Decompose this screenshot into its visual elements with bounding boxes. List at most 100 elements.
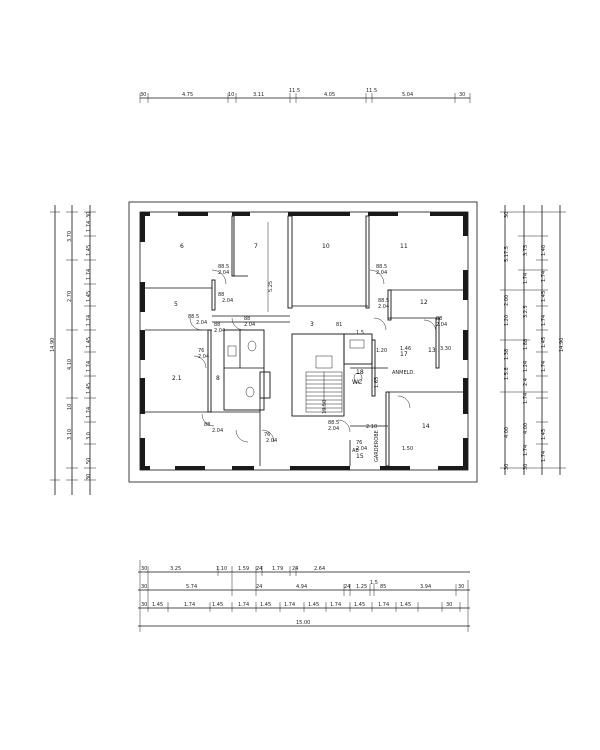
dim-15: 1.5 xyxy=(356,330,364,336)
dim-165: 1.65 xyxy=(374,377,380,388)
right-inner-7: 30 xyxy=(504,464,510,470)
room-label-11: 11 xyxy=(400,243,408,250)
room-labels: 6 7 10 11 5 12 3 2.1 8 13 14 15 17 18 WC… xyxy=(172,243,436,460)
door-label-a2: 2.04 xyxy=(218,270,229,276)
door-label-d1: 88.5 xyxy=(188,314,199,320)
top-dim-8: 30 xyxy=(459,92,465,98)
right-mid-3: 1.88 xyxy=(523,339,529,350)
left-total: 14.90 xyxy=(50,338,56,352)
dim-210: 2.10 xyxy=(366,424,377,430)
right-mid-1: 1.74 xyxy=(523,273,529,284)
bottom-total: 15.00 xyxy=(296,620,310,626)
door-label-a1: 88.5 xyxy=(218,264,229,270)
right-mid-2: 3.2.5 xyxy=(523,305,529,318)
right-outer-0: 1.40 xyxy=(541,245,547,256)
bottom-r2-7: 85 xyxy=(380,584,386,590)
dim-525: 5.25 xyxy=(268,281,274,292)
room-label-6: 6 xyxy=(180,243,184,250)
bottom-r3-5: 1.45 xyxy=(260,602,271,608)
room-label-wc: WC xyxy=(352,379,362,386)
bottom-r2-0: 30 xyxy=(141,584,147,590)
right-mid-6: 1.74 xyxy=(523,393,529,404)
bottom-r2-2: 24 xyxy=(256,584,262,590)
right-inner-6: 1.38 xyxy=(504,349,510,360)
top-dimension-chain: 30 4.75 10 3.11 11.5 4.05 11.5 5.04 30 xyxy=(139,88,471,103)
dim-1950: 19.50 xyxy=(322,400,328,414)
door-label-j2: 2.04 xyxy=(212,428,223,434)
door-label-j1: 88 xyxy=(204,422,210,428)
bottom-r3-4: 1.74 xyxy=(238,602,249,608)
room-label-5: 5 xyxy=(174,301,178,308)
left-outer-5: 1.74 xyxy=(86,315,92,326)
right-inner-3: 1.20 xyxy=(504,315,510,326)
bottom-r2-3: 4.94 xyxy=(296,584,307,590)
bottom-r2-1: 5.74 xyxy=(186,584,197,590)
bottom-r1-3: 1.59 xyxy=(238,566,249,572)
door-label-m1: 76 xyxy=(356,440,362,446)
left-mid-0: 3.70 xyxy=(67,231,73,242)
bottom-r1-0: 30 xyxy=(141,566,147,572)
bottom-r3-11: 1.45 xyxy=(400,602,411,608)
door-label-c2: 2.04 xyxy=(376,270,387,276)
bottom-r2-4: 24 xyxy=(344,584,350,590)
right-mid-7: 4.00 xyxy=(523,423,529,434)
door-label-k1: 76 xyxy=(264,432,270,438)
right-mid-5: 2.4 xyxy=(523,378,529,386)
door-label-k2: 2.04 xyxy=(266,438,277,444)
sanitary-fixtures xyxy=(227,339,365,398)
door-label-h1: 88.5 xyxy=(378,298,389,304)
bottom-r2-9: 30 xyxy=(458,584,464,590)
door-label-m2: 2.04 xyxy=(356,446,367,452)
dim-330: 3.30 xyxy=(440,346,451,352)
right-outer-5: 1.74 xyxy=(541,361,547,372)
exterior-walls xyxy=(140,212,468,470)
door-label-g1: 76 xyxy=(198,348,204,354)
room-label-18: 18 xyxy=(356,369,364,376)
bottom-r1-6: 24 xyxy=(292,566,298,572)
bottom-r3-12: 30 xyxy=(446,602,452,608)
bottom-r3-7: 1.45 xyxy=(308,602,319,608)
door-label-b2: 2.04 xyxy=(222,298,233,304)
right-outer-6: 1.45 xyxy=(541,429,547,440)
door-label-e2: 2.04 xyxy=(214,328,225,334)
door-label-l2: 2.04 xyxy=(328,426,339,432)
right-inner-5: 4.00 xyxy=(504,427,510,438)
left-outer-3: 1.74 xyxy=(86,269,92,280)
right-mid-8: 1.74 xyxy=(523,445,529,456)
top-dim-7: 5.04 xyxy=(402,92,413,98)
bottom-r3-9: 1.45 xyxy=(354,602,365,608)
bottom-r3-3: 1.45 xyxy=(212,602,223,608)
right-mid-4: 1.24 xyxy=(523,361,529,372)
left-outer-8: 1.45 xyxy=(86,383,92,394)
right-mid-0: 3.75 xyxy=(523,245,529,256)
left-outer-11: 50 xyxy=(86,458,92,464)
dim-150: 1.50 xyxy=(402,446,413,452)
left-outer-9: 1.74 xyxy=(86,407,92,418)
right-inner-4: 1.5.8 xyxy=(504,367,510,380)
left-outer-6: 1.45 xyxy=(86,337,92,348)
right-inner-2: 2.00 xyxy=(504,295,510,306)
door-label-g2: 2.04 xyxy=(198,354,209,360)
door-label-e1: 88 xyxy=(214,322,220,328)
bottom-r3-1: 1.45 xyxy=(152,602,163,608)
inline-dimensions: 5.25 1.20 1.46 3.30 1.65 2.10 1.50 81 1.… xyxy=(268,281,451,462)
door-label-i1: 88 xyxy=(436,316,442,322)
label-anmeldung: ANMELD. xyxy=(392,370,415,376)
door-swings xyxy=(189,269,437,443)
room-label-ab: AB xyxy=(352,448,359,454)
bottom-r1-5: 1.79 xyxy=(272,566,283,572)
door-label-c1: 88.5 xyxy=(376,264,387,270)
bottom-r3-6: 1.74 xyxy=(284,602,295,608)
bottom-r2-6: 1.5 xyxy=(370,580,378,586)
top-dim-0: 30 xyxy=(140,92,146,98)
top-dim-4: 11.5 xyxy=(289,88,300,94)
door-label-f1: 88 xyxy=(244,316,250,322)
right-outer-2: 1.45 xyxy=(541,291,547,302)
room-label-12: 12 xyxy=(420,299,428,306)
left-mid-2: 4.10 xyxy=(67,359,73,370)
right-inner-1: 5.17.5 xyxy=(504,246,510,262)
right-dimension-chains: 30 5.17.5 2.00 1.20 1.5.8 4.00 1.38 30 3… xyxy=(500,205,566,475)
room-label-7: 7 xyxy=(254,243,258,250)
